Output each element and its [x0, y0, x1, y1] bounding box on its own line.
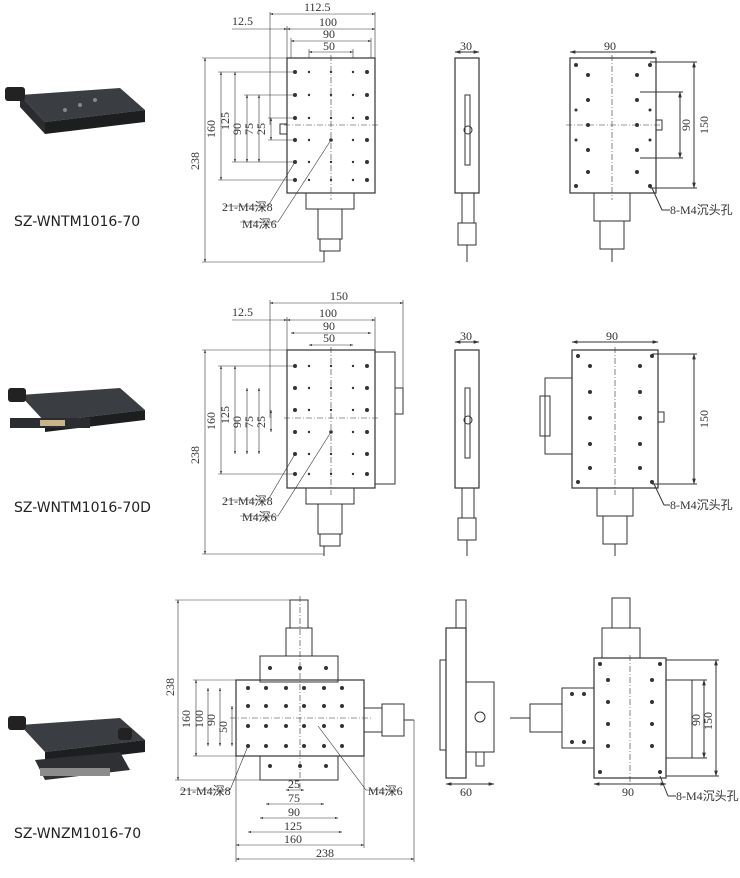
svg-text:238: 238: [316, 846, 334, 860]
svg-text:8-M4沉头孔: 8-M4沉头孔: [670, 498, 733, 512]
svg-text:90: 90: [606, 329, 618, 343]
svg-text:21-M4深8: 21-M4深8: [222, 494, 273, 508]
svg-text:90: 90: [288, 805, 300, 819]
svg-text:238: 238: [188, 152, 202, 170]
row3-hole-grid: [246, 666, 344, 768]
svg-text:160: 160: [204, 120, 218, 138]
svg-text:50: 50: [323, 331, 335, 345]
svg-text:112.5: 112.5: [304, 0, 331, 14]
svg-text:90: 90: [204, 714, 218, 726]
svg-text:160: 160: [204, 412, 218, 430]
svg-text:100: 100: [319, 306, 337, 320]
row3-side-view: [439, 599, 495, 786]
row2-top-dims: [202, 300, 404, 555]
model-label-2: SZ-WNTM1016-70D: [14, 500, 151, 516]
row2-bottom-view: [539, 340, 697, 556]
row3-top-dims: [175, 599, 415, 862]
svg-text:25: 25: [254, 416, 268, 428]
svg-text:90: 90: [230, 416, 244, 428]
svg-text:150: 150: [701, 712, 715, 730]
row1-bottom-holes: [574, 63, 652, 188]
svg-text:90: 90: [679, 119, 693, 131]
svg-text:21-M4深8: 21-M4深8: [222, 200, 273, 214]
svg-text:238: 238: [163, 678, 177, 696]
svg-text:125: 125: [218, 112, 232, 130]
row1-side-width: 30: [460, 39, 472, 53]
row3-side-width: 60: [460, 785, 472, 799]
model-label-3: SZ-WNZM1016-70: [14, 826, 142, 842]
svg-text:8-M4沉头孔: 8-M4沉头孔: [676, 789, 739, 803]
svg-text:21-M4深8: 21-M4深8: [180, 784, 231, 798]
svg-text:160: 160: [284, 832, 302, 846]
row1-hole-grid: [293, 70, 369, 182]
product-photo-2: [8, 388, 145, 432]
svg-text:90: 90: [323, 27, 335, 41]
svg-text:25: 25: [254, 123, 268, 135]
row3-top-view: [230, 596, 414, 790]
svg-text:150: 150: [330, 289, 348, 303]
row1-top-dim-text: 112.5 12.5 100 90 50 238 160 125 90 75 2…: [188, 0, 337, 231]
svg-text:160: 160: [179, 710, 193, 728]
product-photo-3: [8, 716, 145, 780]
svg-text:8-M4沉头孔: 8-M4沉头孔: [670, 203, 733, 217]
row3-top-dim-text: 238 160 100 90 50 25 75 90 125 160 238 2…: [163, 678, 403, 860]
row2-top-view: [284, 347, 404, 556]
svg-text:90: 90: [689, 714, 703, 726]
svg-text:25: 25: [288, 777, 300, 791]
row3-bottom-text: 90 90 150 8-M4沉头孔: [622, 712, 739, 803]
row3-bottom-holes: [570, 662, 662, 774]
row1-top-view: [279, 55, 378, 262]
row1-bottom-text: 90 150 90 8-M4沉头孔: [604, 39, 733, 217]
svg-text:90: 90: [323, 319, 335, 333]
svg-text:12.5: 12.5: [232, 305, 253, 319]
svg-text:75: 75: [242, 416, 256, 428]
svg-text:238: 238: [188, 446, 202, 464]
svg-text:100: 100: [319, 15, 337, 29]
svg-text:150: 150: [697, 116, 711, 134]
svg-text:90: 90: [604, 39, 616, 53]
svg-text:125: 125: [284, 819, 302, 833]
svg-text:75: 75: [288, 791, 300, 805]
row2-top-dim-text: 150 12.5 100 90 50 238 160 125 90 75 25 …: [188, 289, 348, 524]
row2-side-view: [454, 340, 480, 556]
row2-bottom-text: 90 150 8-M4沉头孔: [606, 329, 733, 512]
svg-text:90: 90: [622, 785, 634, 799]
row1-side-view: [454, 50, 480, 262]
model-label-1: SZ-WNTM1016-70: [14, 214, 141, 230]
row1-bottom-view: [566, 50, 697, 262]
svg-text:M4深6: M4深6: [242, 217, 277, 231]
svg-text:50: 50: [216, 721, 230, 733]
row2-side-width: 30: [460, 329, 472, 343]
svg-text:M4深6: M4深6: [368, 784, 403, 798]
product-photo-1: [5, 87, 145, 134]
row1-top-dims: [202, 12, 376, 263]
svg-text:50: 50: [323, 39, 335, 53]
svg-text:M4深6: M4深6: [242, 510, 277, 524]
svg-text:100: 100: [192, 710, 206, 728]
svg-text:75: 75: [242, 123, 256, 135]
svg-text:125: 125: [218, 406, 232, 424]
row3-bottom-view: [510, 597, 719, 797]
svg-text:90: 90: [230, 123, 244, 135]
svg-text:12.5: 12.5: [232, 14, 253, 28]
svg-text:150: 150: [697, 410, 711, 428]
row2-bottom-holes: [576, 354, 654, 484]
